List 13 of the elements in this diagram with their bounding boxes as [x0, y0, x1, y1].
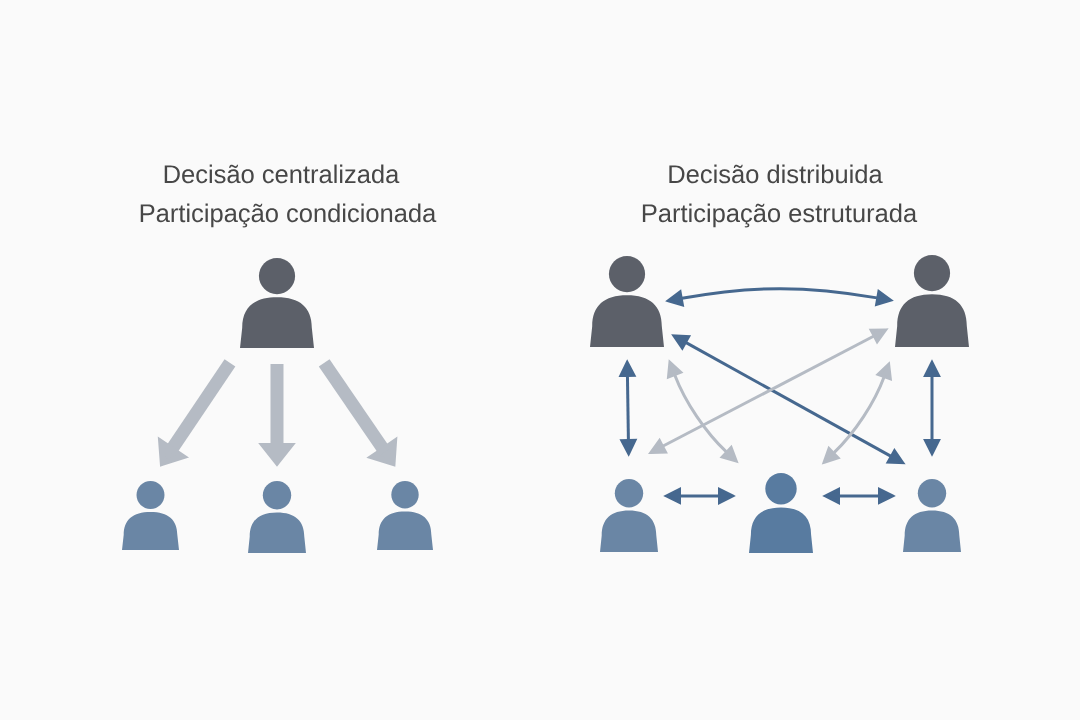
person-icon — [122, 481, 179, 550]
person-icon — [377, 481, 433, 550]
person-icon — [240, 258, 314, 348]
person-icon — [903, 479, 961, 552]
heading: Participação estruturada — [642, 203, 918, 228]
person-icon — [749, 473, 813, 553]
person-icon — [895, 255, 969, 347]
heading: Participação condicionada — [140, 203, 437, 228]
person-icon — [248, 481, 306, 553]
person-icon — [600, 479, 658, 552]
heading: Decisão distribuida — [669, 164, 883, 184]
heading: Decisão centralizada — [164, 164, 400, 184]
person-icon — [590, 256, 664, 347]
